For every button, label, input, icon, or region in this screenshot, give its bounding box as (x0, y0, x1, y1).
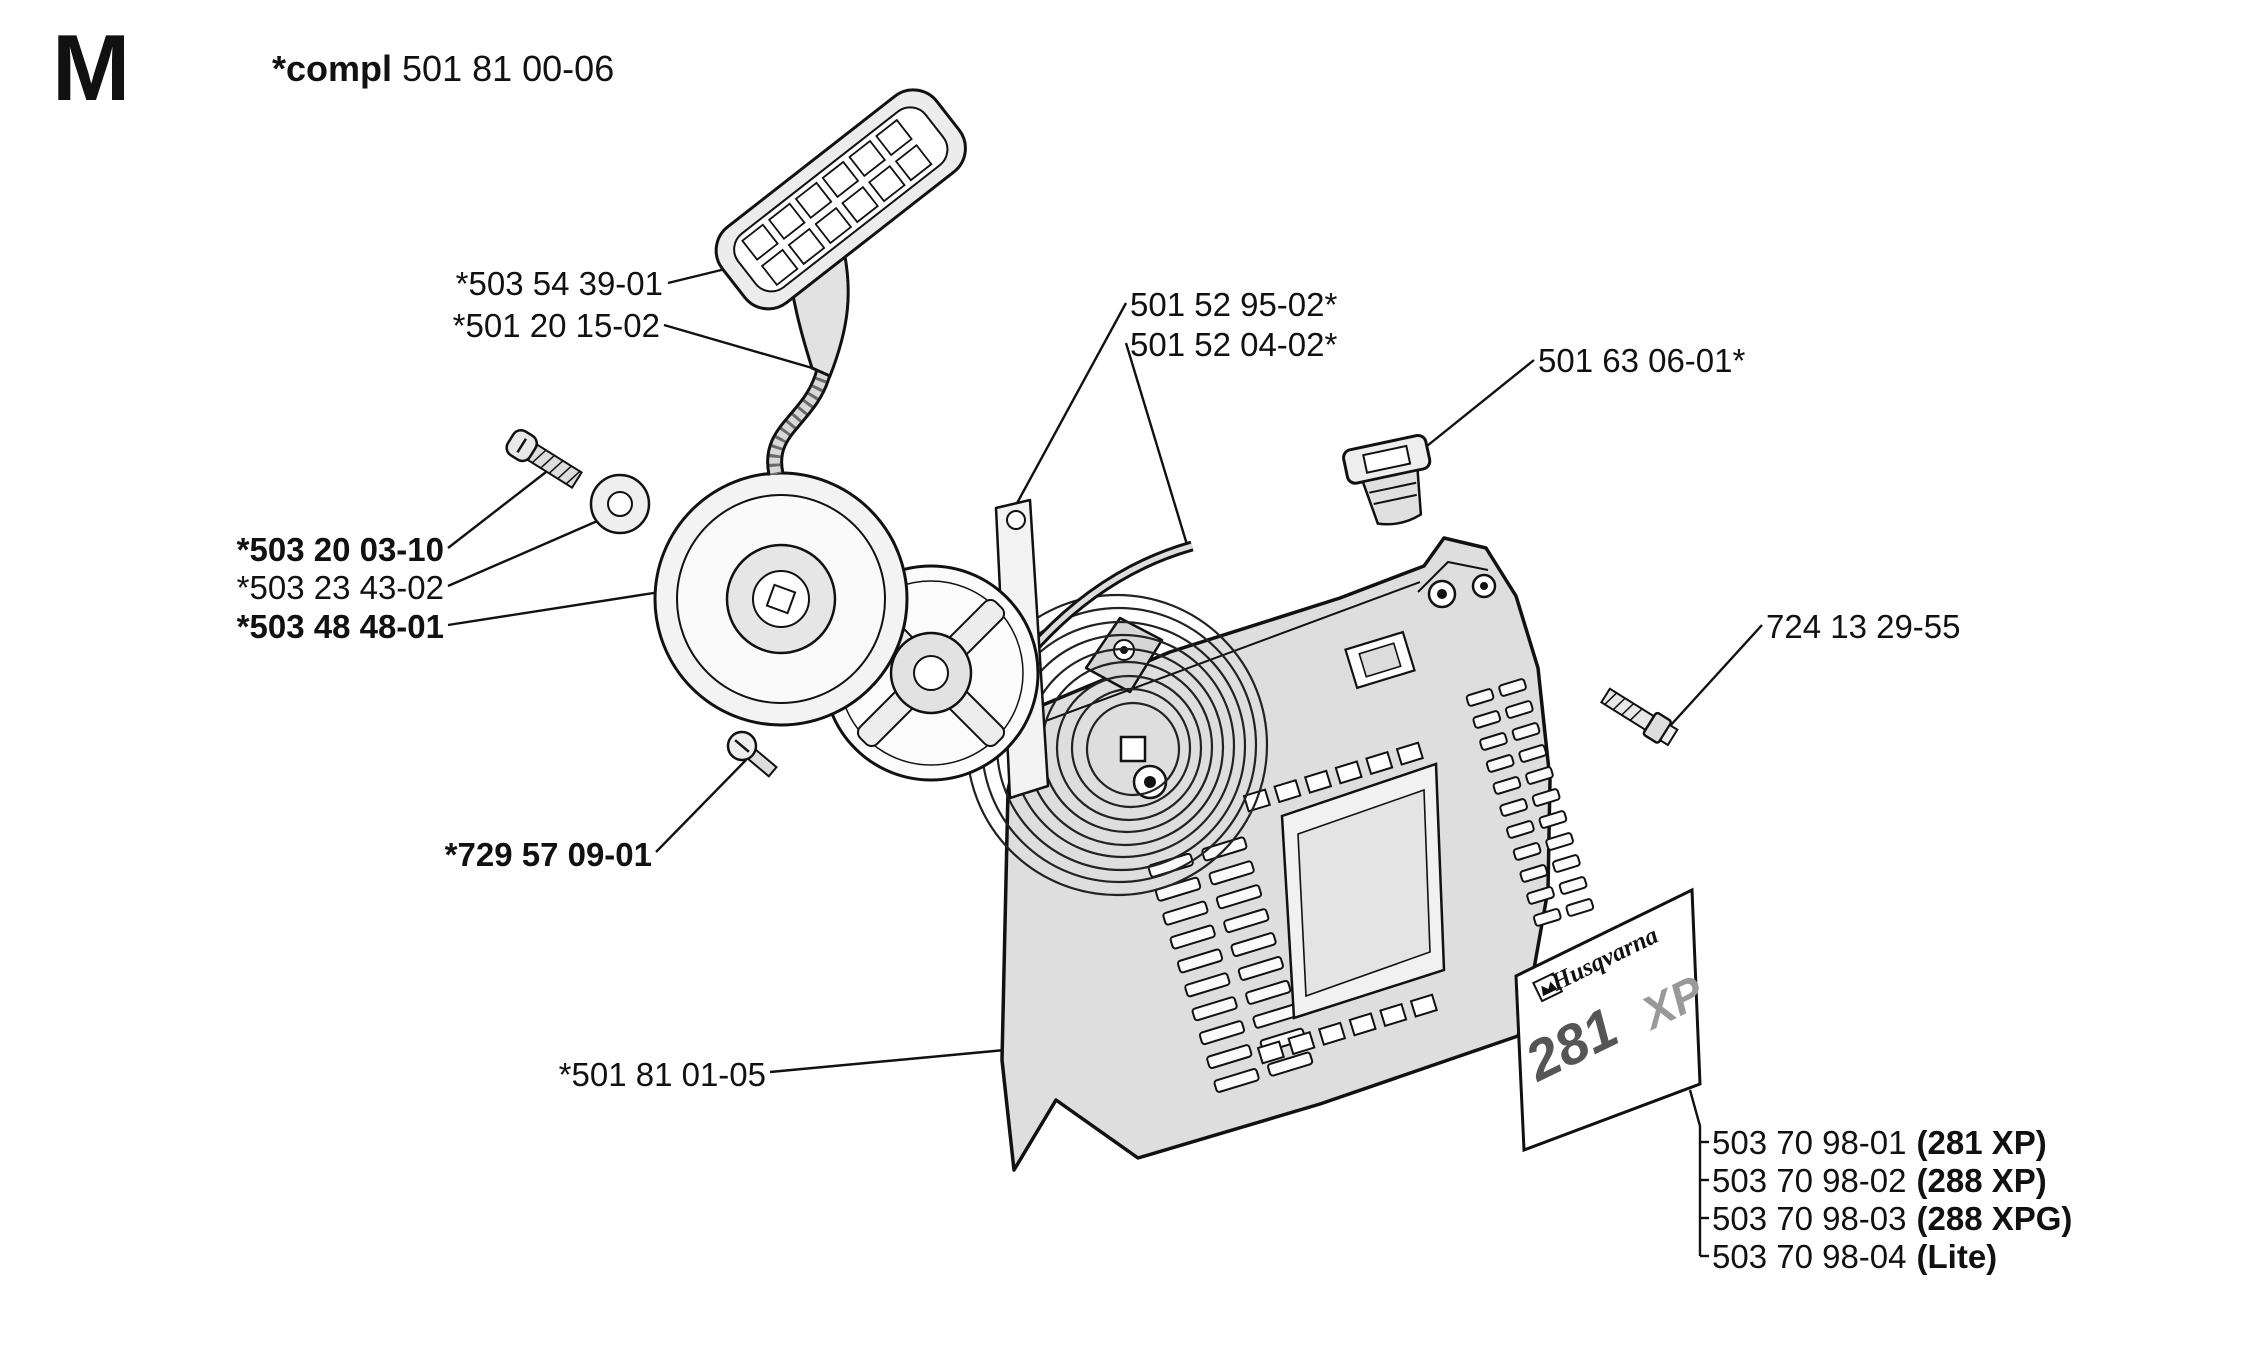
part-label-housing: *501 81 01-05 (558, 1056, 766, 1093)
variant-number: 503 70 98-04 (1712, 1238, 1907, 1275)
starter-handle (714, 88, 967, 379)
variant-model: (281 XP) (1916, 1124, 2047, 1161)
part-label-pulley: *503 48 48-01 (236, 608, 444, 645)
model-plate: Husqvarna 281 XP (1514, 887, 1712, 1153)
starter-rope (766, 367, 833, 476)
rope-pulley (653, 471, 909, 727)
variant-number: 503 70 98-01 (1712, 1124, 1907, 1161)
part-label-handle: *503 54 39-01 (455, 265, 663, 302)
variant-row: 503 70 98-03(288 XPG) (1712, 1200, 2072, 1238)
part-label-spring: 501 52 04-02* (1130, 326, 1338, 363)
variant-number: 503 70 98-02 (1712, 1162, 1907, 1199)
compl-number: 501 81 00-06 (402, 48, 615, 89)
part-label-washer: *503 23 43-02 (236, 569, 444, 606)
leader-lines (447, 250, 1763, 1258)
cassette-screw (726, 730, 778, 778)
housing-screw (1599, 687, 1679, 747)
choke-knob (1342, 433, 1432, 526)
variant-row: 503 70 98-02(288 XP) (1712, 1162, 2047, 1200)
husqvarna-crown-icon (1531, 972, 1564, 1003)
part-label-cassette-screw: *729 57 09-01 (444, 836, 652, 873)
part-label-screw-left: *503 20 03-10 (236, 531, 444, 568)
starter-housing (1000, 536, 1595, 1172)
vent-squares-bottom (1256, 993, 1438, 1065)
variant-model: (Lite) (1916, 1238, 1998, 1275)
part-label-choke-knob: 501 63 06-01* (1538, 342, 1746, 379)
mounting-screw (505, 428, 583, 490)
variant-row: 503 70 98-04(Lite) (1712, 1238, 1997, 1276)
variant-model: (288 XPG) (1916, 1200, 2073, 1237)
variant-row: 503 70 98-01(281 XP) (1712, 1124, 2047, 1162)
vent-squares-top (1242, 741, 1424, 813)
variant-number: 503 70 98-03 (1712, 1200, 1907, 1237)
part-label-rope: *501 20 15-02 (452, 307, 660, 344)
compl-label: *compl (272, 48, 393, 89)
vent-slats-right (1465, 678, 1595, 927)
washer (589, 473, 651, 535)
part-label-housing-screw: 724 13 29-55 (1766, 608, 1961, 645)
vent-slats-left (1147, 836, 1314, 1093)
section-letter: M (52, 15, 132, 120)
spring-outer-end (1025, 540, 1194, 656)
part-label-spring-cassette: 501 52 95-02* (1130, 286, 1338, 323)
variant-model: (288 XP) (1916, 1162, 2047, 1199)
